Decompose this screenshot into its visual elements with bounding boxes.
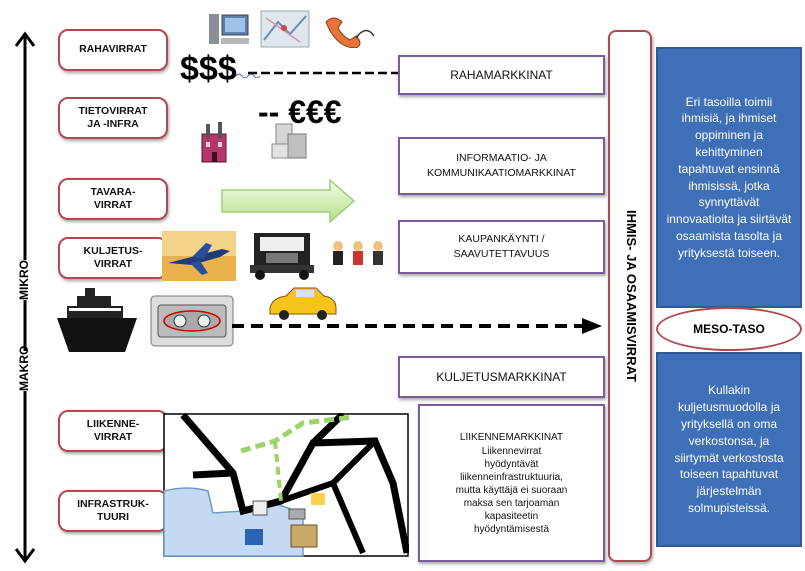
ship-icon <box>55 286 139 361</box>
label-kaupankaynti: KAUPANKÄYNTI / SAAVUTETTAVUUS <box>453 233 550 260</box>
box-rahavirrat: RAHAVIRRAT <box>58 29 168 71</box>
box-kaupankaynti: KAUPANKÄYNTI / SAAVUTETTAVUUS <box>398 220 605 274</box>
vertical-bar-label: IHMIS- JA OSAAMISVIRRAT <box>624 210 639 382</box>
box-informaatio: INFORMAATIO- JA KOMMUNIKAATIOMARKKINAT <box>398 137 605 195</box>
box-tietovirrat: TIETOVIRRAT JA -INFRA <box>58 97 168 139</box>
info-text-top: Eri tasoilla toimii ihmisiä, ja ihmiset … <box>666 94 792 260</box>
label-kuljetusmarkkinat: KULJETUSMARKKINAT <box>436 369 567 384</box>
map-icon <box>260 10 310 53</box>
label-kuljetusvirrat: KULJETUS- VIRRAT <box>83 244 143 270</box>
green-arrow-icon <box>220 178 356 229</box>
box-kuljetusmarkkinat: KULJETUSMARKKINAT <box>398 356 605 398</box>
vertical-bar-ihmis-osaamisvirrat <box>608 30 652 562</box>
box-tavaravirrat: TAVARA- VIRRAT <box>58 178 168 220</box>
people-icon <box>328 238 390 273</box>
label-rahamarkkinat: RAHAMARKKINAT <box>450 67 553 82</box>
label-tietovirrat: TIETOVIRRAT JA -INFRA <box>78 104 148 130</box>
computer-icon <box>207 10 251 53</box>
box-liikennevirrat: LIIKENNE- VIRRAT <box>58 410 168 452</box>
label-liikennemarkkinat-body: Liikennevirrat hyödyntävät liikenneinfra… <box>455 445 568 535</box>
network-map <box>163 411 411 557</box>
tachograph-icon <box>150 295 234 352</box>
money-dashes <box>235 64 262 83</box>
label-liikennemarkkinat-title: LIIKENNEMARKKINAT <box>459 431 564 443</box>
box-infrastruktuuri: INFRASTRUK- TUURI <box>58 490 168 532</box>
money-dollars: $$$ <box>180 50 237 88</box>
axis-label-makro: MAKRO <box>17 345 33 391</box>
box-liikennemarkkinat: LIIKENNEMARKKINAT Liikennevirrat hyödynt… <box>418 404 605 562</box>
money-euros: -- €€€ <box>258 94 342 130</box>
info-box-bottom: Kullakin kuljetusmuodolla ja yrityksellä… <box>656 352 802 547</box>
info-box-top: Eri tasoilla toimii ihmisiä, ja ihmiset … <box>656 47 802 308</box>
meso-taso-ellipse: MESO-TASO <box>656 307 802 351</box>
truck-icon <box>244 229 320 286</box>
money-connector <box>248 65 400 83</box>
server-icon <box>270 118 312 167</box>
info-text-bottom: Kullakin kuljetusmuodolla ja yrityksellä… <box>674 383 784 515</box>
label-liikennevirrat: LIIKENNE- VIRRAT <box>86 417 140 443</box>
axis-label-mikro: MIKRO <box>17 260 33 300</box>
phone-icon <box>320 14 376 53</box>
box-kuljetusvirrat: KULJETUS- VIRRAT <box>58 237 168 279</box>
transport-dashed-arrow <box>232 316 604 341</box>
airplane-icon <box>162 231 236 286</box>
label-infrastruktuuri: INFRASTRUK- TUURI <box>77 497 149 523</box>
taxi-icon <box>266 286 338 325</box>
label-rahavirrat: RAHAVIRRAT <box>79 43 147 56</box>
label-tavaravirrat: TAVARA- VIRRAT <box>90 185 136 211</box>
factory-icon <box>198 120 230 169</box>
label-informaatio: INFORMAATIO- JA KOMMUNIKAATIOMARKKINAT <box>427 152 576 179</box>
meso-taso-label: MESO-TASO <box>693 322 765 336</box>
box-rahamarkkinat: RAHAMARKKINAT <box>398 55 605 95</box>
